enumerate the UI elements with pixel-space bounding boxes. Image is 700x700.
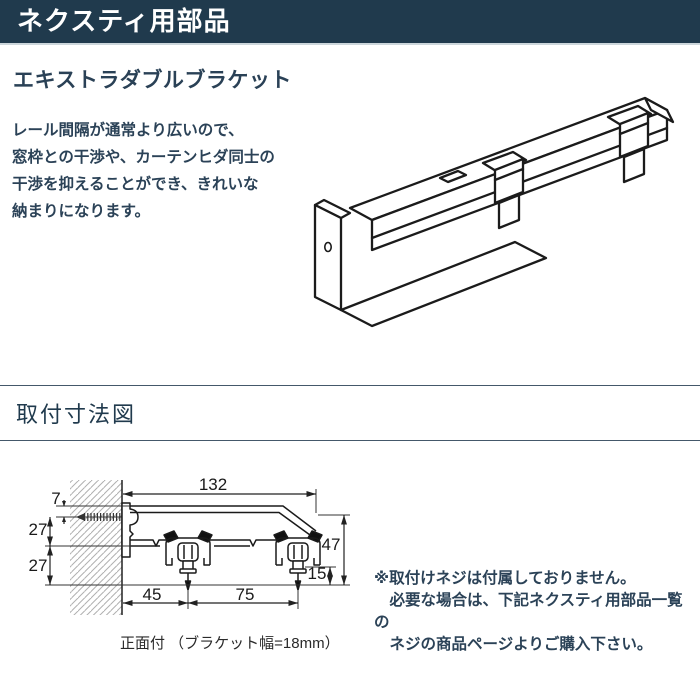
product-description: レール間隔が通常より広いので、 窓枠との干渉や、カーテンヒダ同士の 干渉を抑える… [12,122,275,220]
dim-rail-pitch: 75 [236,585,255,604]
section-heading: 取付寸法図 [16,402,137,427]
product-name-heading: エキストラダブルブラケット [13,69,292,92]
dim-upper-depth: 27 [29,520,48,539]
dimension-lines [47,491,347,606]
mounting-screw [76,513,122,521]
dim-overall-height: 47 [322,535,341,554]
dim-screw-top-offset: 7 [51,489,60,508]
dimension-diagram: 132 7 27 27 47 15 45 75 [29,475,350,615]
wall-section [70,480,123,615]
page-header: ネクスティ用部品 [0,0,700,45]
bracket-profile [121,502,317,558]
dim-wall-to-first-rail: 45 [143,585,162,604]
section-divider: 取付寸法図 [0,385,700,441]
rail-clip-2 [606,104,653,184]
rail-runner-1 [163,530,213,591]
page-title: ネクスティ用部品 [17,6,231,36]
dim-total-width: 132 [199,475,227,494]
rail-clip-1 [481,150,528,230]
dim-lower-depth: 27 [29,556,48,575]
bracket-wall-plate [313,198,352,312]
bracket-bottom-flange [339,240,548,328]
screw-note: ※取付けネジは付属しておりません。 必要な場合は、下記ネクスティ用部品一覧の ネ… [374,570,683,653]
dim-hook-drop: 15 [308,564,327,583]
diagram-caption: 正面付 （ブラケット幅=18mm） [120,635,340,652]
product-illustration [313,96,675,328]
screw-hole [323,241,332,253]
